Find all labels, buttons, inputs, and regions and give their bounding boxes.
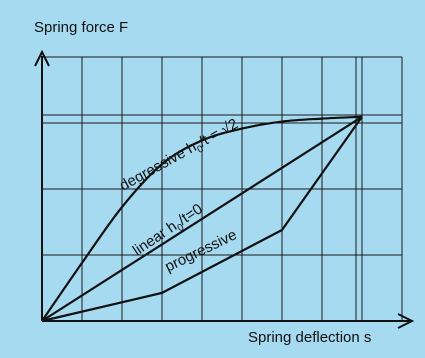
linear-subscript: 0 [176, 222, 187, 234]
degressive-curve [41, 115, 363, 322]
x-axis-label: Spring deflection s [248, 329, 371, 346]
y-axis-label: Spring force F [34, 19, 128, 36]
grid [42, 56, 403, 321]
degressive-subscript: 0 [195, 143, 206, 156]
linear-curve [41, 115, 363, 322]
x-axis-arrow [397, 313, 415, 329]
y-axis-arrow [34, 49, 50, 67]
progressive-curve [41, 116, 363, 323]
series-curves [41, 115, 363, 323]
axes [34, 49, 415, 329]
